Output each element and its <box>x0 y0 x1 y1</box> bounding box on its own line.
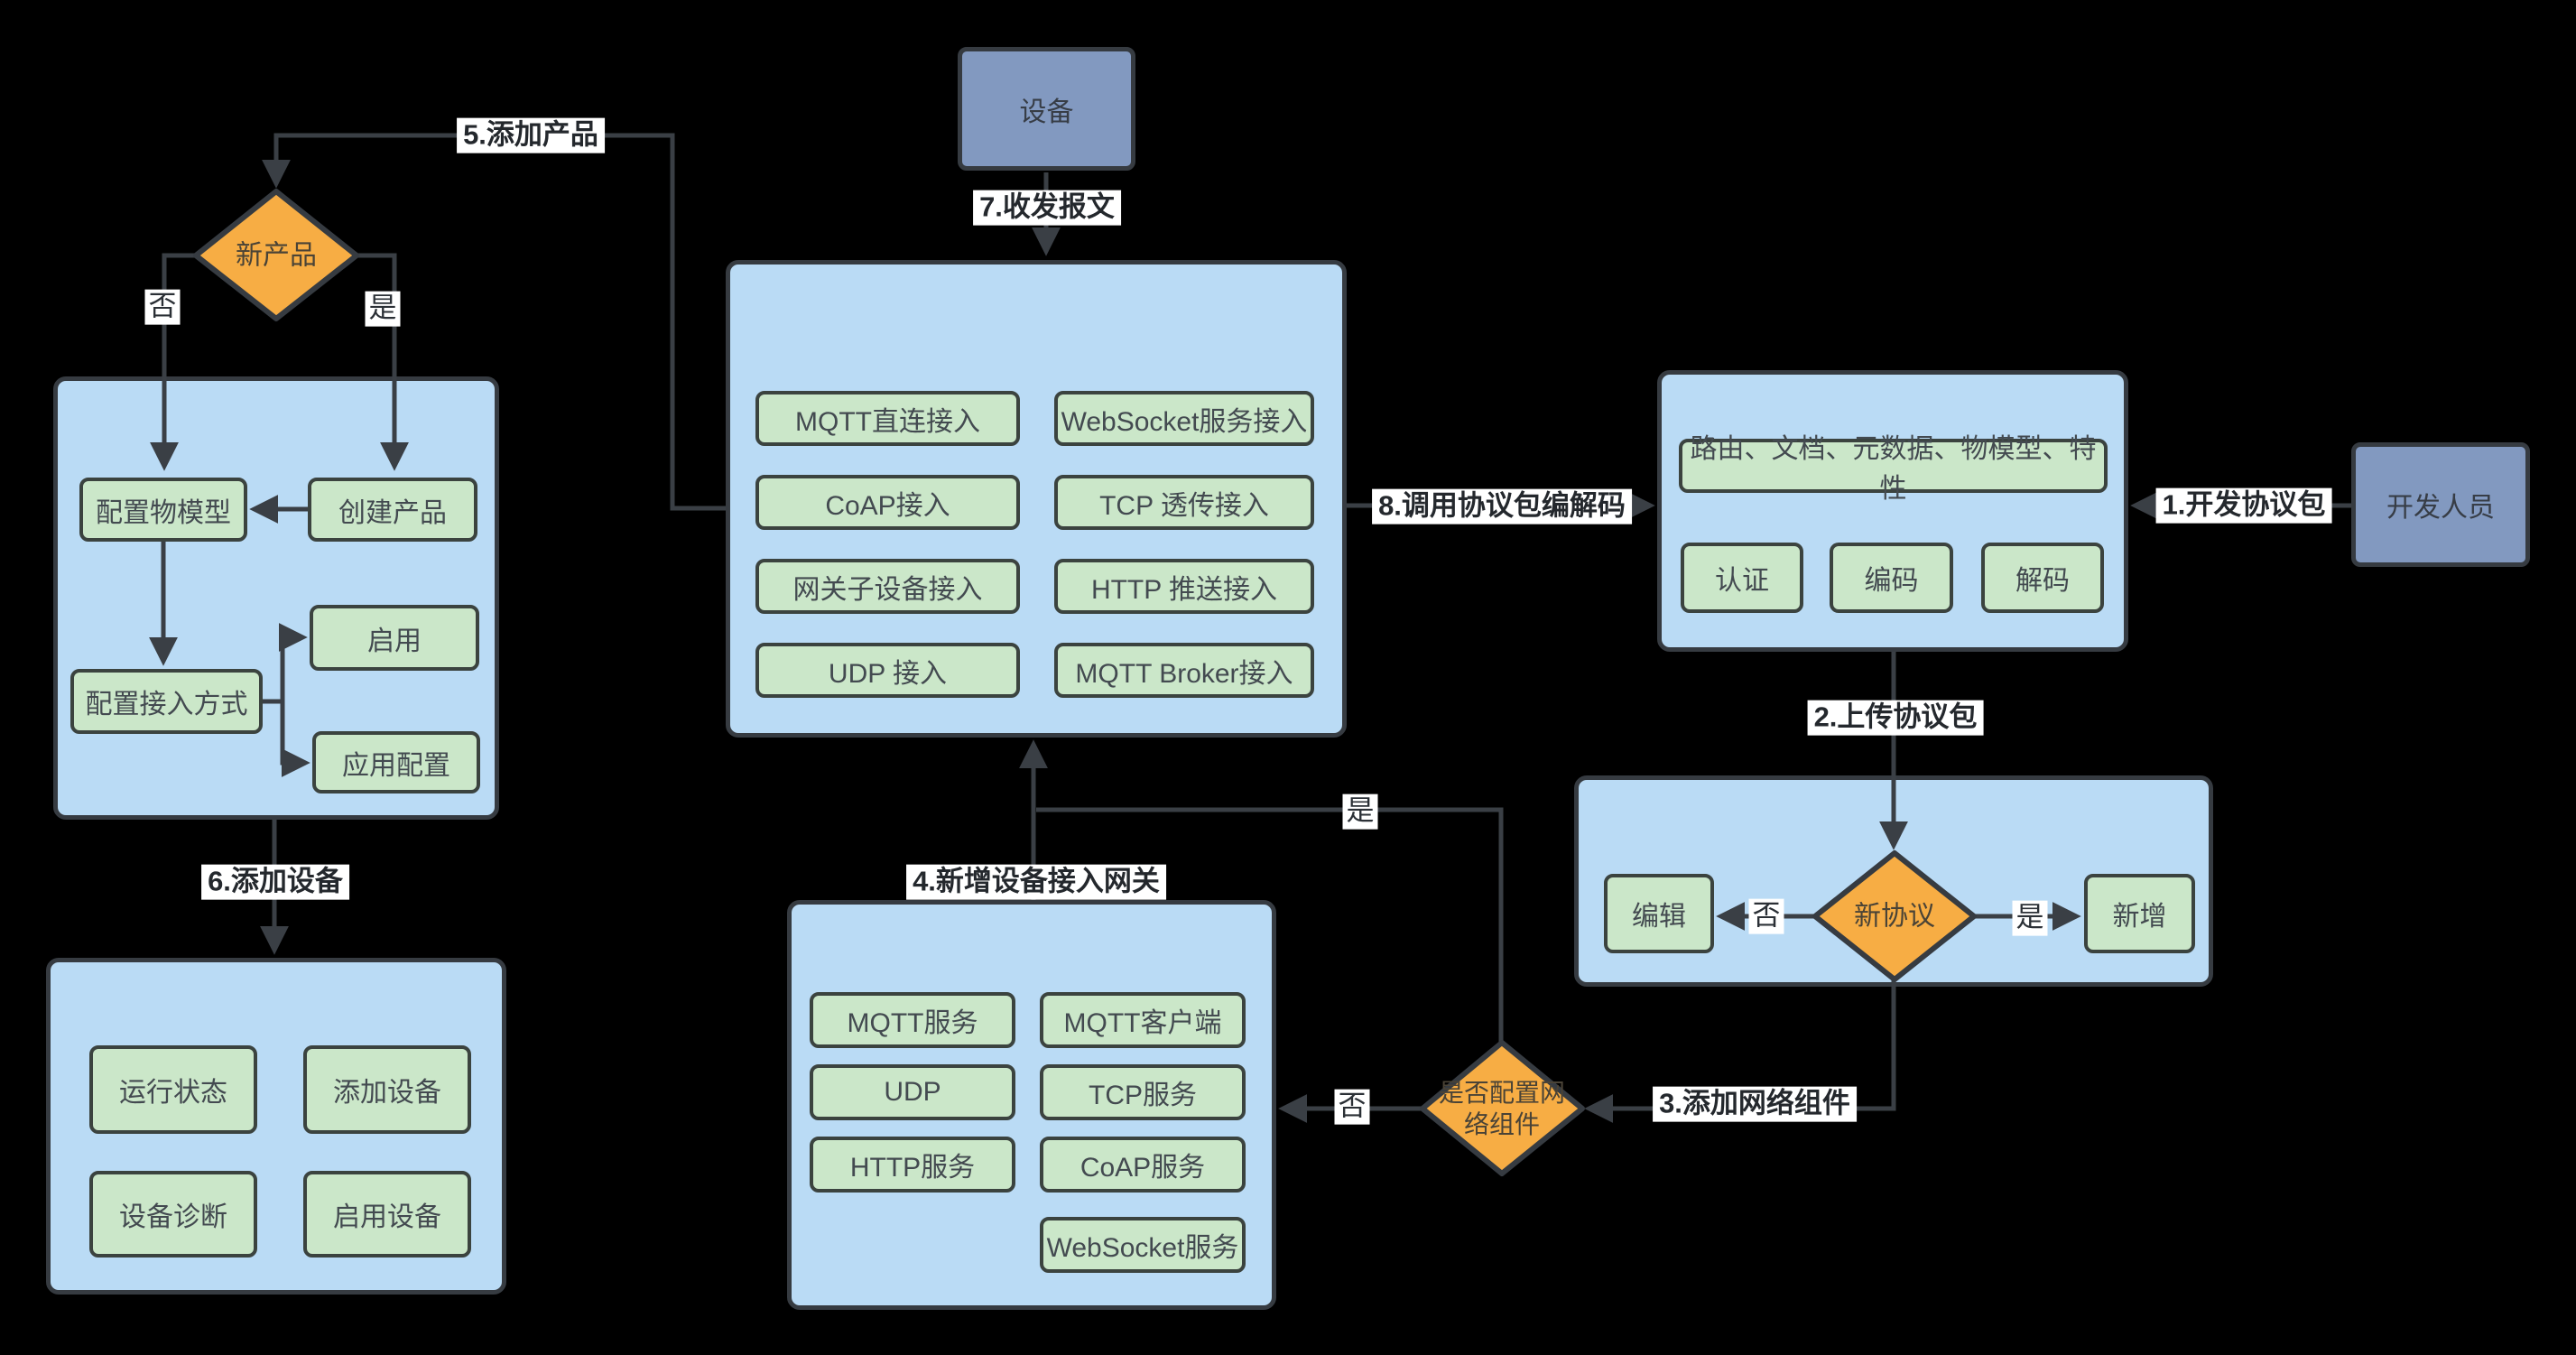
gateway-node-mqtt-direct: MQTT直连接入 <box>755 391 1020 446</box>
node-config-thing-model: 配置物模型 <box>79 478 247 542</box>
label-newprotocol-no: 否 <box>1748 898 1784 934</box>
label-step1: 1.开发协议包 <box>2155 487 2332 524</box>
node-enable-device: 启用设备 <box>303 1171 471 1258</box>
node-encode: 编码 <box>1830 543 1953 613</box>
node-websocket-service: WebSocket服务 <box>1040 1217 1246 1273</box>
node-authentication: 认证 <box>1681 543 1803 613</box>
diamond-new-protocol-label: 新协议 <box>1854 901 1935 932</box>
actor-device: 设备 <box>958 47 1135 171</box>
node-tcp-service: TCP服务 <box>1040 1064 1246 1120</box>
label-newprotocol-yes: 是 <box>2012 900 2048 936</box>
gateway-node-coap: CoAP接入 <box>755 475 1020 530</box>
node-add-protocol: 新增 <box>2084 874 2195 953</box>
node-app-config: 应用配置 <box>312 731 480 794</box>
label-step7: 7.收发报文 <box>973 190 1121 226</box>
diamond-config-network-label: 是否配置网 络组件 <box>1439 1077 1565 1140</box>
diamond-config-network-line2: 络组件 <box>1463 1110 1541 1138</box>
node-create-product: 创建产品 <box>308 478 477 542</box>
actor-developer: 开发人员 <box>2351 442 2530 567</box>
label-newproduct-no: 否 <box>144 289 181 325</box>
diamond-new-product-label: 新产品 <box>236 240 317 271</box>
node-config-access-mode: 配置接入方式 <box>70 669 263 734</box>
gateway-node-subdevice: 网关子设备接入 <box>755 559 1020 614</box>
diamond-config-network-line1: 是否配置网 <box>1438 1079 1566 1107</box>
label-step2: 2.上传协议包 <box>1807 700 1984 736</box>
node-run-status: 运行状态 <box>89 1045 257 1134</box>
label-confignet-no: 否 <box>1334 1089 1370 1125</box>
node-device-diagnosis: 设备诊断 <box>89 1171 257 1258</box>
label-step6: 6.添加设备 <box>201 864 349 900</box>
gateway-node-tcp: TCP 透传接入 <box>1054 475 1314 530</box>
node-pkg-features: 路由、文档、元数据、物模型、特性 <box>1679 434 2108 504</box>
node-add-device: 添加设备 <box>303 1045 471 1134</box>
label-step4: 4.新增设备接入网关 <box>906 864 1166 900</box>
gateway-node-udp: UDP 接入 <box>755 643 1020 698</box>
label-confignet-yes: 是 <box>1342 794 1378 830</box>
label-step5: 5.添加产品 <box>457 117 605 153</box>
node-edit-protocol: 编辑 <box>1604 874 1714 953</box>
node-udp: UDP <box>810 1064 1015 1120</box>
gateway-node-mqtt-broker: MQTT Broker接入 <box>1054 643 1314 698</box>
node-http-service: HTTP服务 <box>810 1137 1015 1193</box>
node-mqtt-client: MQTT客户端 <box>1040 992 1246 1048</box>
label-newproduct-yes: 是 <box>365 291 401 327</box>
gateway-node-websocket: WebSocket服务接入 <box>1054 391 1314 446</box>
node-mqtt-service: MQTT服务 <box>810 992 1015 1048</box>
gateway-node-http: HTTP 推送接入 <box>1054 559 1314 614</box>
label-step8: 8.调用协议包编解码 <box>1372 488 1632 524</box>
label-step3: 3.添加网络组件 <box>1653 1086 1857 1122</box>
node-enable: 启用 <box>310 605 479 671</box>
node-coap-service: CoAP服务 <box>1040 1137 1246 1193</box>
node-decode: 解码 <box>1981 543 2104 613</box>
